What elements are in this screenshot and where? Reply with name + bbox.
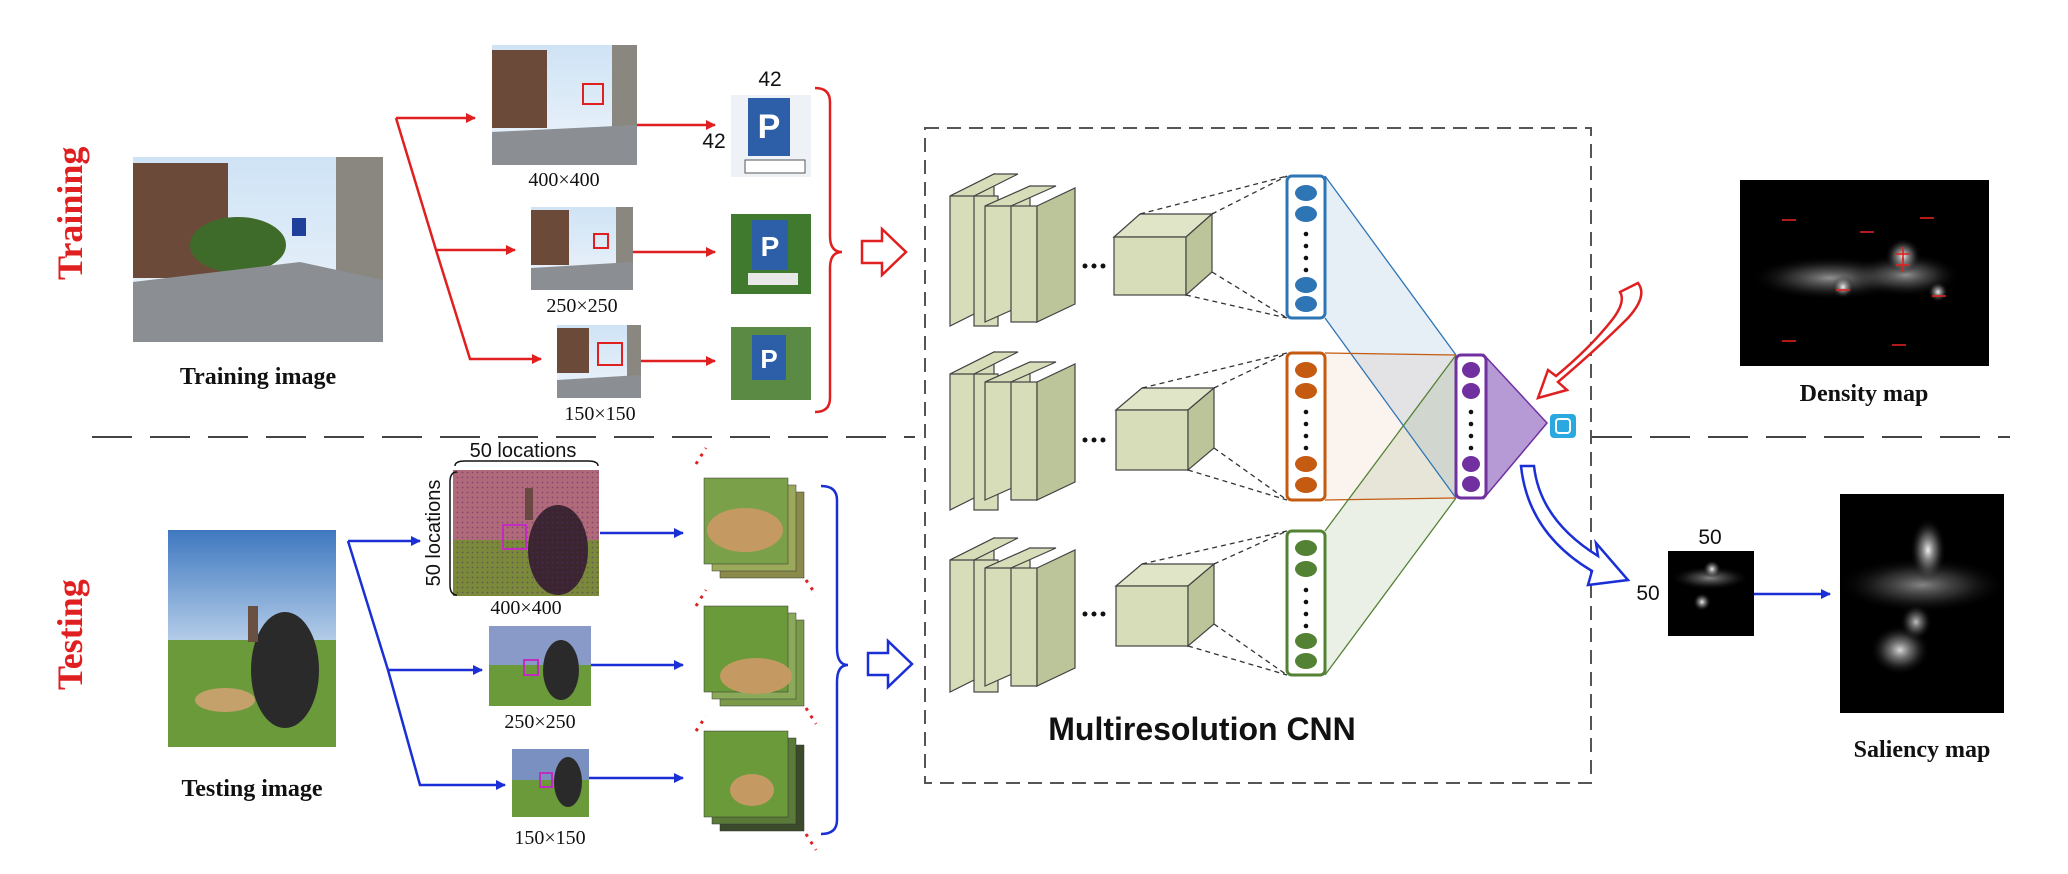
training-brace <box>814 86 843 414</box>
training-scale-150-label: 150×150 <box>564 403 635 425</box>
grid-top-label: 50 locations <box>470 440 577 462</box>
training-to-cnn-arrow <box>860 226 908 278</box>
training-scale-image-250 <box>531 207 633 290</box>
cnn-title: Multiresolution CNN <box>1048 711 1356 747</box>
fc-column-green <box>1285 529 1327 677</box>
testing-section-label: Testing <box>50 579 90 690</box>
projection-lines <box>1139 175 1288 676</box>
small-map-height-label: 50 <box>1636 582 1659 605</box>
density-map <box>1740 180 1989 366</box>
patch-width-label: 42 <box>758 68 781 91</box>
svg-text:P: P <box>761 231 780 262</box>
testing-stack-ellipsis-dots <box>694 447 818 851</box>
pool-cube-top <box>1112 212 1214 297</box>
testing-arrows <box>346 528 684 790</box>
testing-scale-400-label: 400×400 <box>490 597 561 619</box>
testing-scale-image-150 <box>512 749 589 817</box>
patch-height-label: 42 <box>702 130 725 153</box>
small-saliency-map <box>1668 551 1754 636</box>
density-feedback-arrow <box>1536 281 1643 400</box>
pool-cube-mid <box>1114 386 1216 472</box>
ellipsis-dots-conv <box>1082 263 1106 617</box>
svg-text:P: P <box>760 344 777 374</box>
testing-patch-stack-2 <box>703 605 805 707</box>
pool-cube-bot <box>1114 562 1216 648</box>
fc-column-blue <box>1285 174 1327 320</box>
testing-patch-stack-1 <box>703 477 805 579</box>
training-scale-image-150 <box>557 325 641 398</box>
testing-scale-image-400 <box>453 470 599 596</box>
training-patch-3: P <box>731 327 811 400</box>
fc-column-orange <box>1285 351 1327 502</box>
svg-text:P: P <box>758 108 781 146</box>
grid-top-bracket <box>454 460 599 467</box>
testing-scale-image-250 <box>489 626 591 706</box>
conv-block-mid <box>949 351 1076 511</box>
training-image <box>133 157 383 342</box>
saliency-map-label: Saliency map <box>1854 737 1991 763</box>
output-unit <box>1550 414 1576 438</box>
training-patch-1: P <box>731 95 811 177</box>
training-patch-2: P <box>731 214 811 294</box>
training-scale-400-label: 400×400 <box>528 169 599 191</box>
fc-column-purple <box>1454 353 1488 500</box>
conv-block-top <box>949 173 1076 327</box>
training-scale-250-label: 250×250 <box>546 295 617 317</box>
density-map-label: Density map <box>1800 381 1929 407</box>
saliency-map <box>1837 494 2007 713</box>
testing-image <box>168 530 336 747</box>
small-map-width-label: 50 <box>1698 526 1721 549</box>
training-section-label: Training <box>50 147 90 280</box>
testing-scale-250-label: 250×250 <box>504 711 575 733</box>
training-image-label: Training image <box>180 364 337 390</box>
testing-to-cnn-arrow <box>866 638 914 690</box>
conv-block-bot <box>949 537 1076 693</box>
fc-connections <box>1324 175 1457 676</box>
training-arrows <box>394 113 716 366</box>
testing-output-arrow <box>1519 464 1631 587</box>
grid-side-label: 50 locations <box>423 480 445 587</box>
training-scale-image-400 <box>492 45 637 165</box>
testing-scale-150-label: 150×150 <box>514 827 585 849</box>
testing-patch-stack-3 <box>703 730 805 832</box>
testing-image-label: Testing image <box>181 776 322 802</box>
grid-side-bracket <box>449 471 458 596</box>
testing-brace <box>820 484 849 836</box>
